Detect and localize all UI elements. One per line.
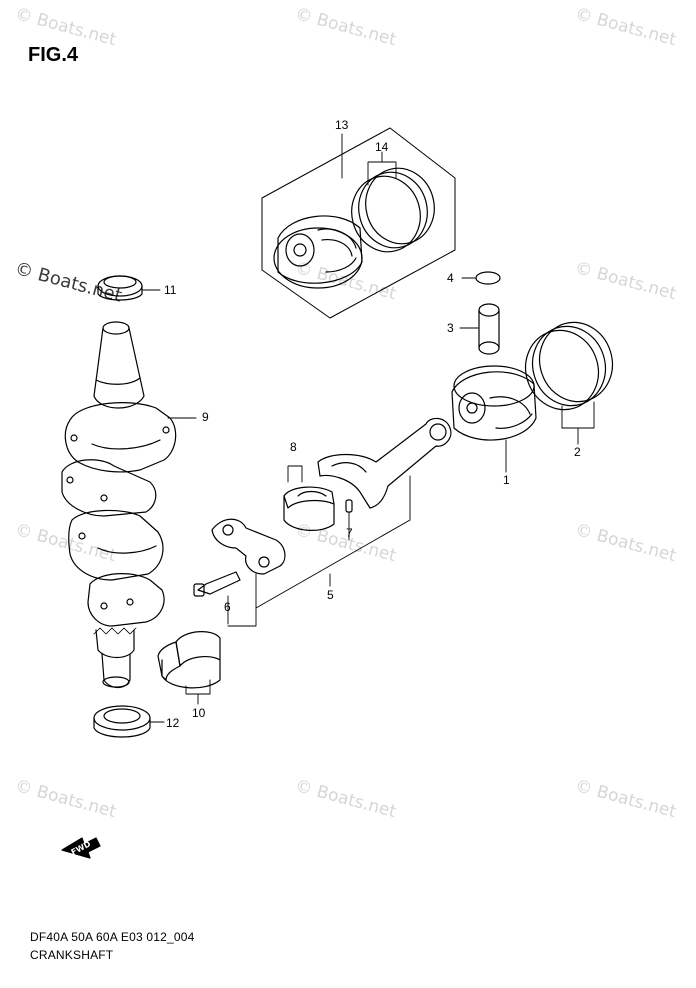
piston-rings-lower[interactable] — [515, 313, 622, 445]
circlip[interactable] — [461, 271, 501, 285]
piston-set-box — [261, 127, 456, 319]
callout-14[interactable]: 14 — [375, 140, 389, 154]
conrod-bearing[interactable] — [283, 465, 335, 531]
callout-13[interactable]: 13 — [335, 118, 349, 132]
callout-1[interactable]: 1 — [503, 473, 510, 487]
callout-5[interactable]: 5 — [327, 588, 334, 602]
fwd-arrow-icon: FWD — [61, 837, 101, 859]
conrod-cap[interactable] — [211, 518, 286, 575]
thrust-bearing[interactable] — [157, 631, 221, 705]
piston-pin[interactable] — [459, 303, 500, 355]
piston-lower[interactable] — [451, 365, 537, 473]
conrod-bolt[interactable] — [193, 571, 241, 625]
callout-4[interactable]: 4 — [447, 271, 454, 285]
callout-2[interactable]: 2 — [574, 445, 581, 459]
callout-9[interactable]: 9 — [202, 410, 209, 424]
callout-6[interactable]: 6 — [224, 600, 231, 614]
callout-bracket-5 — [227, 475, 411, 627]
figure-title: FIG.4 — [28, 44, 79, 66]
connecting-rod[interactable] — [317, 417, 452, 509]
oil-seal-lower[interactable] — [93, 705, 165, 738]
model-caption: DF40A 50A 60A E03 012_004 — [30, 930, 195, 944]
callout-11[interactable]: 11 — [164, 283, 177, 297]
piston-rings-upper[interactable] — [343, 151, 442, 260]
conrod-dowel[interactable] — [345, 499, 353, 541]
piston-upper[interactable] — [273, 215, 363, 289]
callout-3[interactable]: 3 — [447, 321, 454, 335]
section-caption: CRANKSHAFT — [30, 948, 114, 962]
oil-seal-upper[interactable] — [97, 275, 161, 301]
callout-8[interactable]: 8 — [290, 440, 297, 454]
crankshaft[interactable] — [61, 321, 197, 689]
callout-10[interactable]: 10 — [192, 706, 206, 720]
callout-12[interactable]: 12 — [166, 716, 180, 730]
callout-7[interactable]: 7 — [346, 526, 353, 540]
